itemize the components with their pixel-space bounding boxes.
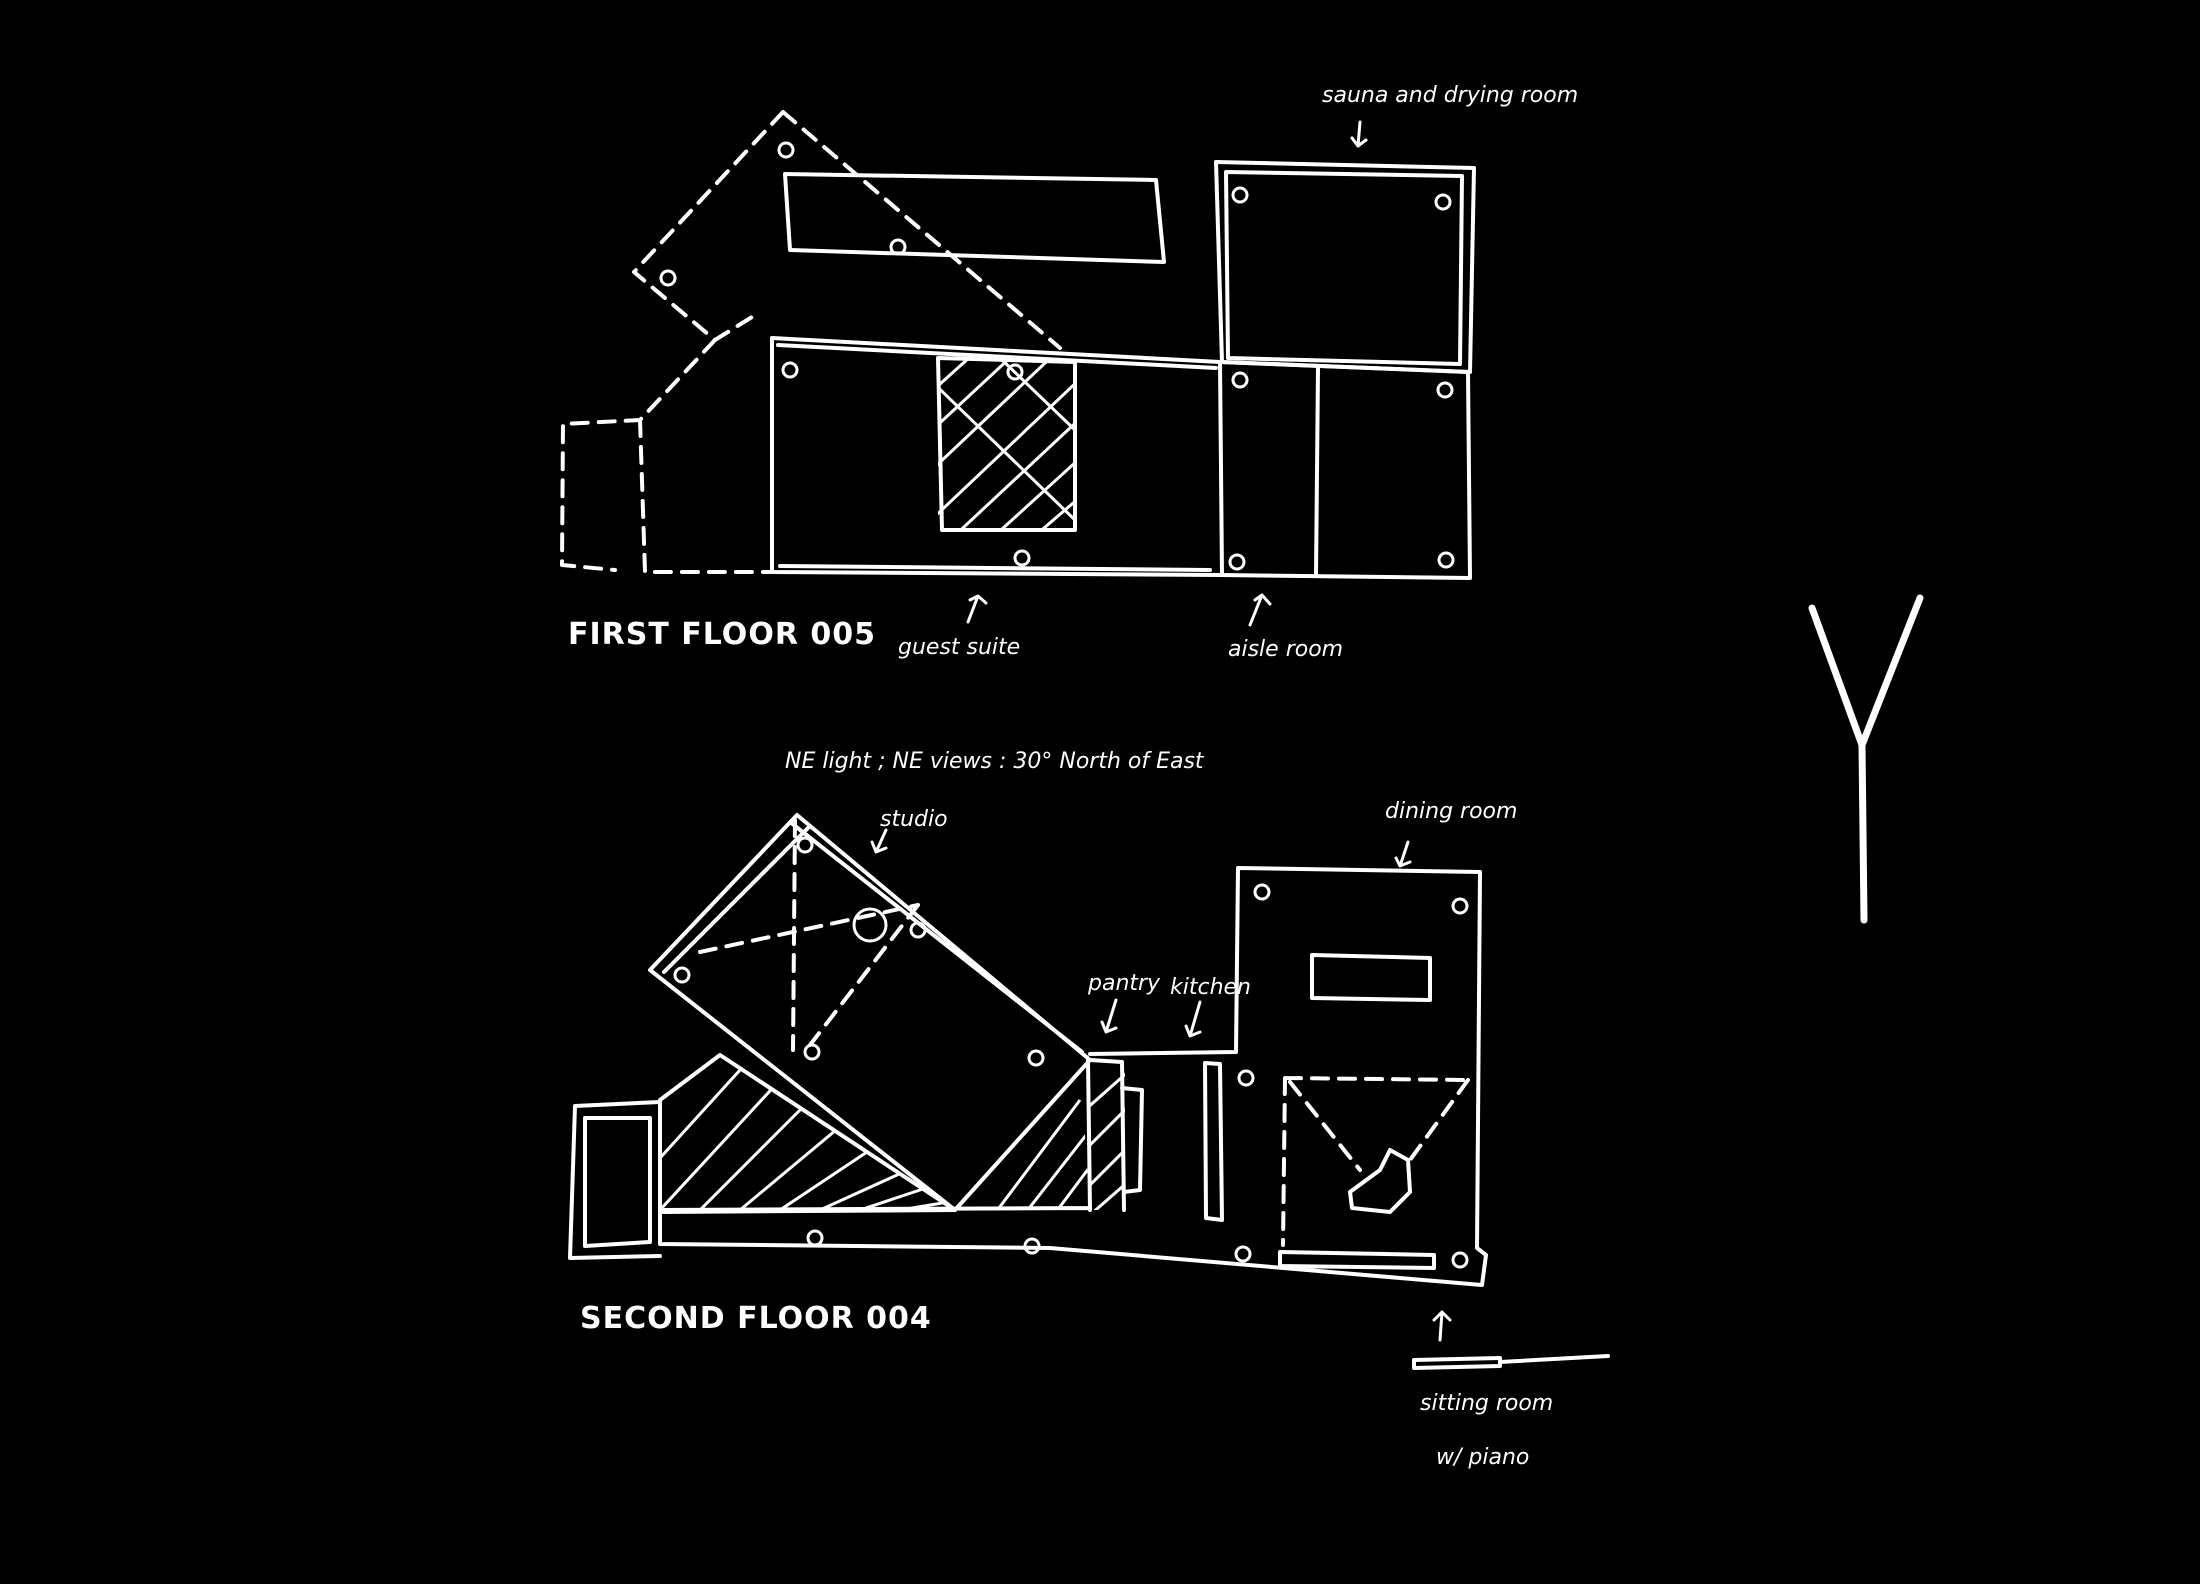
y-mark-shape bbox=[1808, 594, 1924, 924]
studio-round-feature bbox=[852, 907, 888, 943]
orientation-note: NE light ; NE views : 30° North of East bbox=[785, 749, 1205, 774]
aisle-room-arrow bbox=[1248, 593, 1272, 627]
sauna-drying-room bbox=[1214, 160, 1476, 374]
first-floor-dashed-volume bbox=[560, 110, 1062, 574]
first-floor-plan: FIRST FLOOR 005 sauna and drying room gu… bbox=[560, 83, 1578, 662]
sitting-room-dashed bbox=[1281, 1076, 1470, 1247]
sitting-arrow bbox=[1432, 1310, 1452, 1342]
dining-table bbox=[1310, 953, 1432, 1002]
first-floor-hatched-room bbox=[936, 356, 1077, 532]
second-floor-columns bbox=[673, 836, 1469, 1269]
first-floor-upper-box bbox=[783, 172, 1166, 264]
first-floor-partition-1 bbox=[1218, 360, 1224, 577]
first-floor-partition-2 bbox=[1314, 366, 1320, 578]
kitchen-arrow bbox=[1184, 1000, 1202, 1038]
studio-note: studio bbox=[880, 807, 948, 832]
pantry-arrow bbox=[1100, 998, 1118, 1034]
studio-hatch-left-outline bbox=[658, 1053, 957, 1214]
studio-hatch-right bbox=[970, 1079, 1090, 1210]
studio-arrow bbox=[870, 828, 888, 854]
aisle-room-note: aisle room bbox=[1228, 637, 1343, 662]
first-floor-title: FIRST FLOOR 005 bbox=[568, 617, 876, 652]
first-floor-main-room bbox=[770, 336, 1472, 580]
sauna-note: sauna and drying room bbox=[1322, 83, 1578, 108]
dining-arrow bbox=[1394, 840, 1412, 868]
second-floor-base bbox=[568, 866, 1488, 1287]
sitting-note: sitting room bbox=[1420, 1391, 1553, 1416]
dining-note: dining room bbox=[1385, 799, 1517, 824]
first-floor-columns bbox=[659, 141, 1455, 571]
first-floor-hatch bbox=[938, 358, 1075, 530]
kitchen-counter bbox=[1203, 1061, 1224, 1222]
kitchen-note: kitchen bbox=[1170, 975, 1251, 1000]
second-floor-plan: SECOND FLOOR 004 NE light ; NE views : 3… bbox=[568, 749, 1610, 1470]
piano-note: w/ piano bbox=[1436, 1445, 1529, 1470]
studio-hatch-left bbox=[660, 1068, 955, 1210]
second-floor-title: SECOND FLOOR 004 bbox=[580, 1301, 932, 1336]
sitting-underline bbox=[1412, 1354, 1610, 1370]
sauna-arrow bbox=[1350, 120, 1368, 148]
pantry-hatch bbox=[1090, 1068, 1125, 1210]
studio-dashed-axes bbox=[698, 818, 920, 1052]
guest-suite-note: guest suite bbox=[898, 635, 1020, 660]
pantry-room bbox=[1088, 1058, 1144, 1212]
pantry-note: pantry bbox=[1087, 971, 1161, 996]
sitting-bench bbox=[1278, 1250, 1436, 1270]
piano bbox=[1348, 1148, 1412, 1214]
guest-suite-arrow bbox=[966, 594, 988, 624]
